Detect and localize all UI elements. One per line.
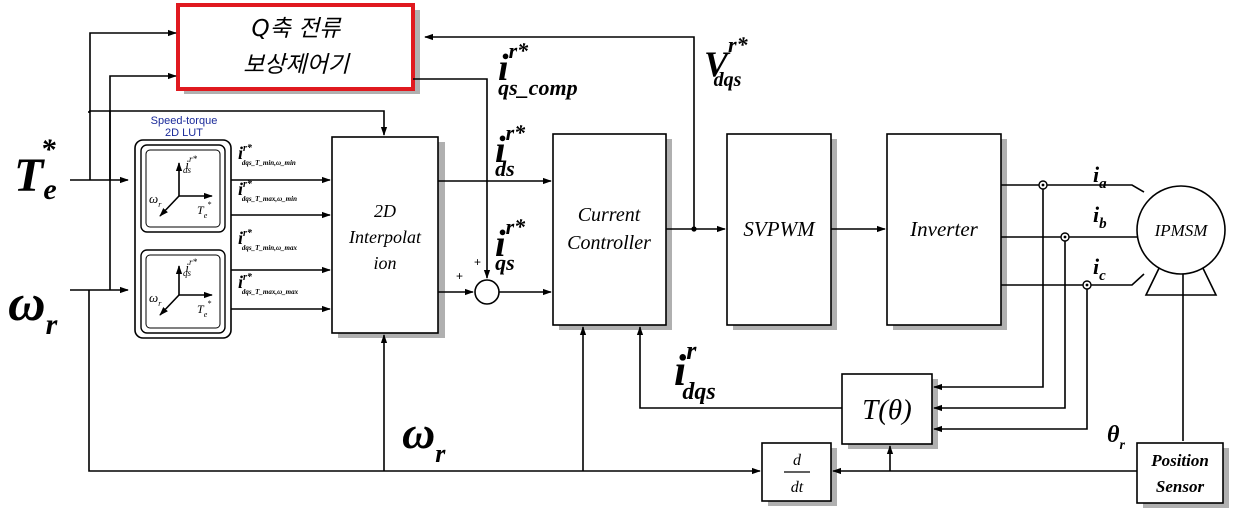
ipmsm-motor: IPMSM [1136,185,1226,296]
idqs-feedback-wire [636,326,842,409]
inverter-block: Inverter [886,133,1002,326]
lut-top-y-label: ir*ds [183,154,197,175]
q-current-compensator-block: Q축 전류 보상제어기 [176,3,415,91]
interp-label-line2: Interpolat [348,227,422,247]
svpwm-label: SVPWM [743,217,816,241]
te-to-compensator [89,29,177,180]
theta-label: θr [1107,422,1125,453]
ia-label: ia [1093,162,1107,192]
speed-torque-2d-lut: Speed-torque 2D LUT ir*ds Te* ωr ir*qs T… [134,115,232,339]
motor-label: IPMSM [1154,221,1209,240]
sum-sign-top: + [474,255,481,269]
lut-output-1: ir*dqs_T_min,ω_min [238,143,296,167]
differentiator-block: d dt [761,442,832,502]
lut-ids-table [140,144,226,233]
iqs-comp-wire [413,78,491,279]
compensator-border [176,3,415,91]
interp-label-line1: 2D [374,201,396,221]
lut-title-line2: 2D LUT [165,127,203,139]
compensator-label-line1: Q축 전류 [252,16,343,42]
speed-label: ωr [8,275,58,341]
inverter-label: Inverter [909,217,978,241]
te-to-interp [89,110,388,136]
iqs-ref-label: ir*qs [495,214,526,275]
speed-bottom-bus [88,290,761,475]
ids-ref-label: ir*ds [495,120,526,181]
vdqs-feedback [424,33,695,229]
lut-output-4: ir*dqs_T_max,ω_max [238,272,299,296]
position-sensor-line1: Position [1150,451,1209,470]
diff-denominator: dt [791,479,804,496]
svpwm-block: SVPWM [726,133,832,326]
compensator-label-line2: 보상제어기 [243,52,351,78]
diff-numerator: d [793,452,802,469]
wr-to-compensator [109,72,177,290]
transform-block: T(θ) [841,373,933,445]
current-controller-block: Current Controller [552,133,667,326]
iqs-comp-label: ir*qs_comp [498,38,578,100]
lut-output-2: ir*dqs_T_max,ω_min [238,179,297,203]
motor-circle [1136,185,1226,275]
transform-label: T(θ) [862,394,912,426]
sum-sign-left: + [456,269,463,283]
ic-label: ic [1093,254,1106,284]
vdqs-label: Vr*dqs [704,32,749,91]
phase-a-wire [1001,184,1145,193]
current-controller-line1: Current [578,204,641,226]
lut-output-3: ir*dqs_T_min,ω_max [238,228,297,252]
lut-title-line1: Speed-torque [151,115,218,127]
position-sensor-block: Position Sensor [1136,442,1224,504]
interpolation-block: 2D Interpolat ion [331,136,439,334]
lut-bottom-y-label: ir*qs [183,257,197,278]
lut-bottom-x-label: Te* [197,299,211,319]
speed-mid-label: ωr [402,407,446,468]
position-sensor-line2: Sensor [1156,477,1205,496]
ib-label: ib [1093,202,1107,232]
interp-label-line3: ion [373,253,396,273]
torque-ref-label: Te* [14,133,57,206]
lut-top-z-label: ωr [149,191,162,209]
phase-c-wire [1001,273,1145,286]
summing-junction: + + [456,255,500,305]
lut-top-x-label: Te* [197,200,211,220]
lut-bottom-z-label: ωr [149,290,162,308]
current-controller-line2: Controller [567,232,651,254]
